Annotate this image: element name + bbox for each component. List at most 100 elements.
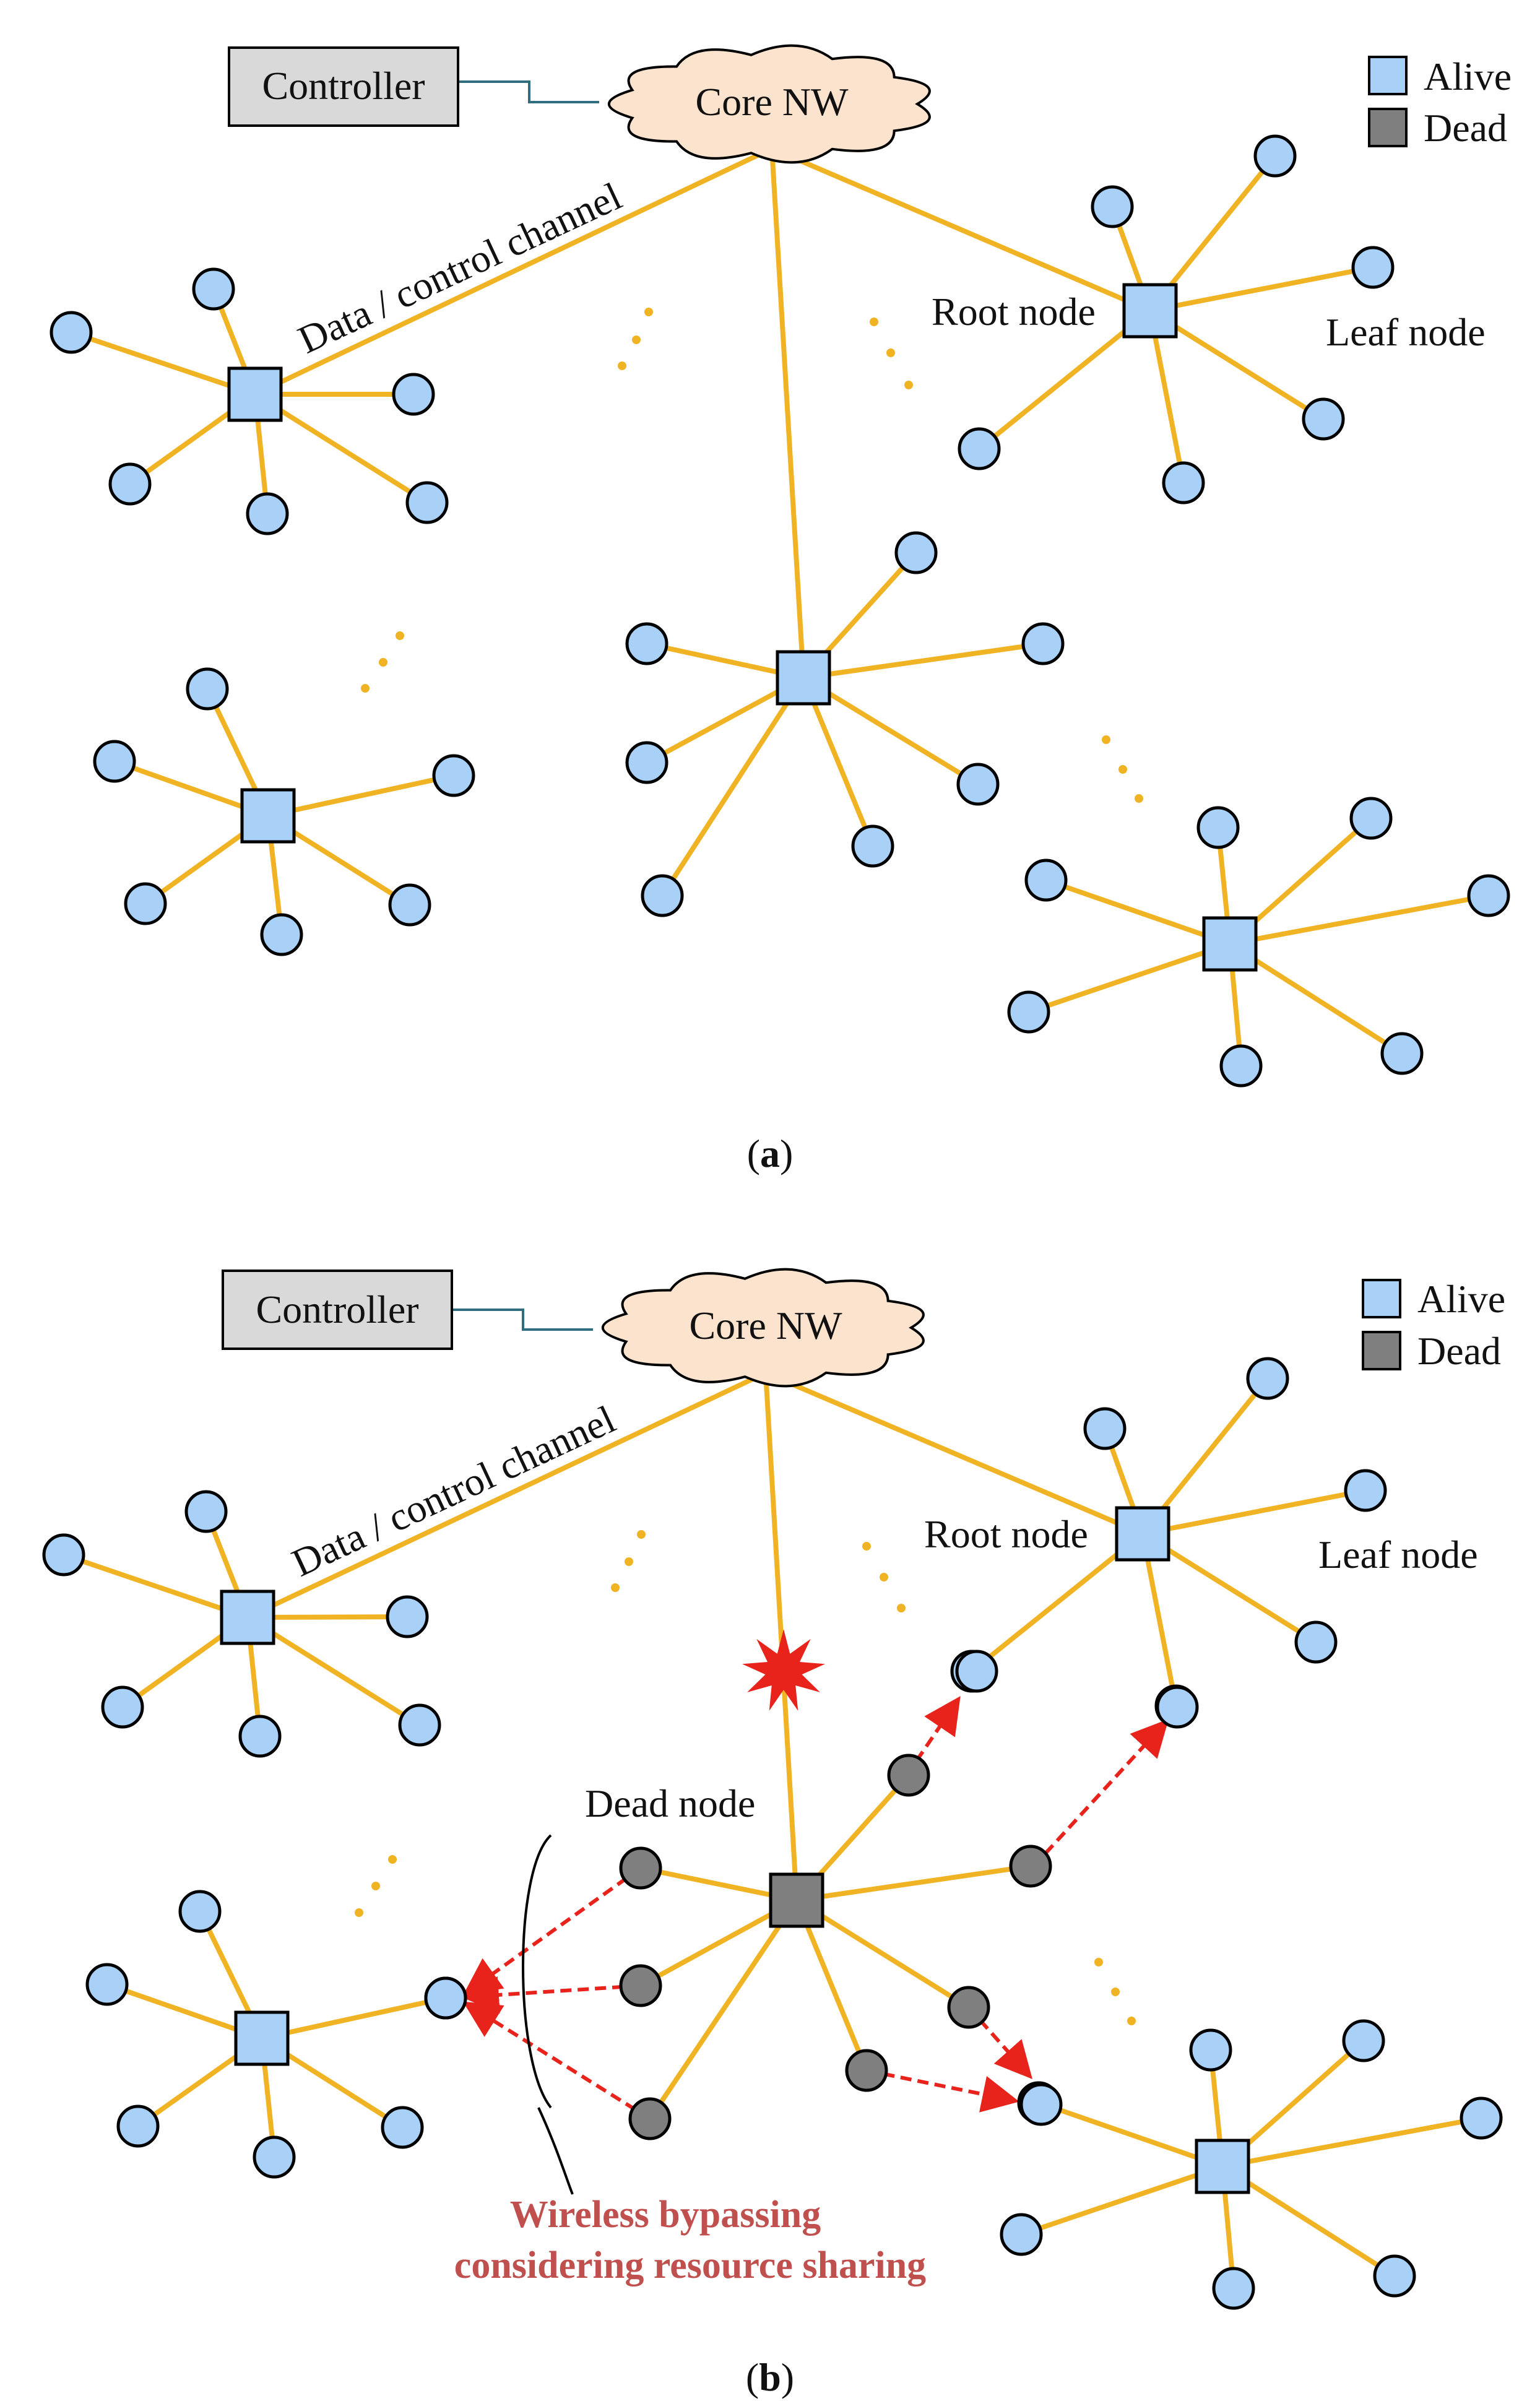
b-star2-link-6 (647, 1898, 799, 2121)
ellipsis-dots (361, 308, 1143, 803)
legend-dead-label: Dead (1417, 1329, 1501, 1373)
b-star2-dead-leaf-node-0 (887, 1754, 930, 1797)
a-star1-leaf-node-2 (1351, 246, 1395, 289)
b-bypass-target-leaf-0 (955, 1650, 998, 1693)
legend-alive-swatch (1368, 56, 1408, 95)
a-star2-link-6 (660, 676, 806, 898)
b-star4-leaf-node-4 (1000, 2213, 1043, 2256)
b-star4-leaf-node-5 (1212, 2267, 1255, 2310)
a-star2-leaf-node-5 (851, 824, 894, 868)
a-star3-leaf-node-5 (388, 883, 431, 927)
a-uplink-2 (769, 148, 806, 678)
core-network-label: Core NW (689, 1304, 842, 1348)
b-star2-link-5 (794, 1899, 869, 2072)
b-star3-leaf-node-0 (85, 1963, 129, 2006)
bypass-note-line1: Wireless bypassing (510, 2194, 821, 2236)
a-star3-leaf-node-1 (186, 667, 229, 711)
b-uplink-0 (246, 1370, 767, 1620)
bypass-arrow-6 (866, 2069, 1019, 2113)
b-star4-link-3 (1222, 2116, 1482, 2169)
caption-b-close: ) (781, 2355, 794, 2399)
a-star4-link-3 (1229, 893, 1489, 946)
a-star0-leaf-node-3 (108, 462, 152, 506)
b-star1-leaf-node-1 (1246, 1357, 1289, 1400)
b-star1-link-3 (1141, 1531, 1318, 1645)
controller-connector (452, 1309, 593, 1331)
controller-box (228, 46, 459, 127)
b-star0-leaf-node-5 (398, 1703, 441, 1747)
b-star3-leaf-node-4 (253, 2135, 296, 2179)
b-star4-leaf-node-1 (1189, 2028, 1232, 2072)
a-star0-leaf-node-0 (50, 311, 93, 354)
a-star4-leaf-node-0 (1024, 859, 1068, 902)
a-star2-link-4 (802, 675, 980, 787)
caption-b: (b) (746, 2355, 794, 2399)
b-star0-leaf-node-3 (101, 1685, 144, 1729)
bypass-arrow-0 (905, 1696, 961, 1776)
b-star0-leaf-node-2 (386, 1595, 429, 1638)
controller-label: Controller (256, 1287, 418, 1331)
caption-a-letter: a (760, 1131, 780, 1175)
legend-alive-label: Alive (1417, 1277, 1505, 1321)
b-star2-dead-leaf-node-6 (628, 2097, 672, 2140)
a-star4-leaf-node-6 (1380, 1032, 1424, 1075)
link-failure-star (742, 1629, 825, 1711)
bypass-arrow-2 (463, 1866, 642, 1995)
a-star3-leaf-node-0 (93, 740, 136, 783)
a-star1-link-4 (1148, 310, 1186, 483)
leaf-node-label: Leaf node (1318, 1533, 1478, 1577)
a-star3-leaf-node-4 (260, 913, 303, 956)
b-star0-link-0 (63, 1552, 249, 1620)
b-star2-dead-leaf-node-4 (947, 1986, 990, 2029)
caption-a-open: ( (747, 1131, 760, 1175)
b-star0-link-5 (246, 1615, 422, 1728)
legend-alive-label: Alive (1424, 54, 1512, 98)
a-star1-root-node (1122, 283, 1178, 339)
a-star1-leaf-node-3 (1302, 397, 1345, 441)
b-star2-dead-leaf-node-5 (845, 2049, 888, 2092)
b-star0-root-node (220, 1590, 275, 1645)
root-node-label: Root node (932, 290, 1096, 334)
b-star1-leaf-node-3 (1294, 1620, 1338, 1664)
legend-dead-label: Dead (1424, 106, 1507, 150)
bypass-arrow-4 (462, 2001, 651, 2121)
b-star4-leaf-node-6 (1373, 2254, 1416, 2298)
caption-b-open: ( (746, 2355, 759, 2399)
a-star0-link-0 (70, 330, 256, 397)
a-star3-link-2 (267, 773, 454, 818)
a-star4-link-6 (1228, 941, 1404, 1056)
a-star3-leaf-node-2 (432, 754, 475, 797)
b-star1-link-4 (1140, 1533, 1179, 1707)
caption-a: (a) (747, 1131, 794, 1175)
legend: Alive Dead (1368, 54, 1512, 150)
b-star4-link-0 (1037, 2100, 1224, 2169)
controller-connector (458, 80, 599, 103)
leaf-node-label: Leaf node (1326, 310, 1486, 354)
b-star2-link-1 (796, 1864, 1031, 1903)
core-network-cloud: Core NW (602, 1268, 925, 1388)
a-star0-root-node (227, 366, 283, 422)
b-star2-dead-leaf-node-3 (619, 1964, 662, 2007)
a-star0-leaf-node-1 (192, 267, 235, 311)
a-star4-leaf-node-5 (1219, 1044, 1263, 1088)
a-star3-leaf-node-3 (124, 882, 167, 925)
b-star0-leaf-node-4 (238, 1715, 282, 1758)
legend: Alive Dead (1362, 1277, 1505, 1373)
a-star2-leaf-node-6 (641, 874, 684, 917)
b-uplink-2 (763, 1372, 799, 1901)
b-star0-leaf-node-1 (184, 1490, 228, 1533)
b-star2-dead-root-node (769, 1872, 824, 1928)
panel-a: Controller Core NW Data / control channe… (50, 44, 1512, 1175)
a-star1-leaf-node-1 (1253, 134, 1297, 178)
root-node-label: Root node (924, 1512, 1088, 1556)
a-star4-root-node (1202, 916, 1258, 972)
b-star3-leaf-node-3 (116, 2105, 160, 2148)
bypass-leader-line (537, 2107, 574, 2195)
bypass-arrow-3 (462, 1976, 641, 2014)
b-star2-dead-leaf-node-2 (619, 1846, 662, 1890)
bypass-bracket (522, 1834, 552, 2109)
a-star0-leaf-node-4 (246, 492, 289, 535)
b-star3-leaf-node-1 (178, 1890, 222, 1933)
a-star2-root-node (776, 650, 831, 706)
